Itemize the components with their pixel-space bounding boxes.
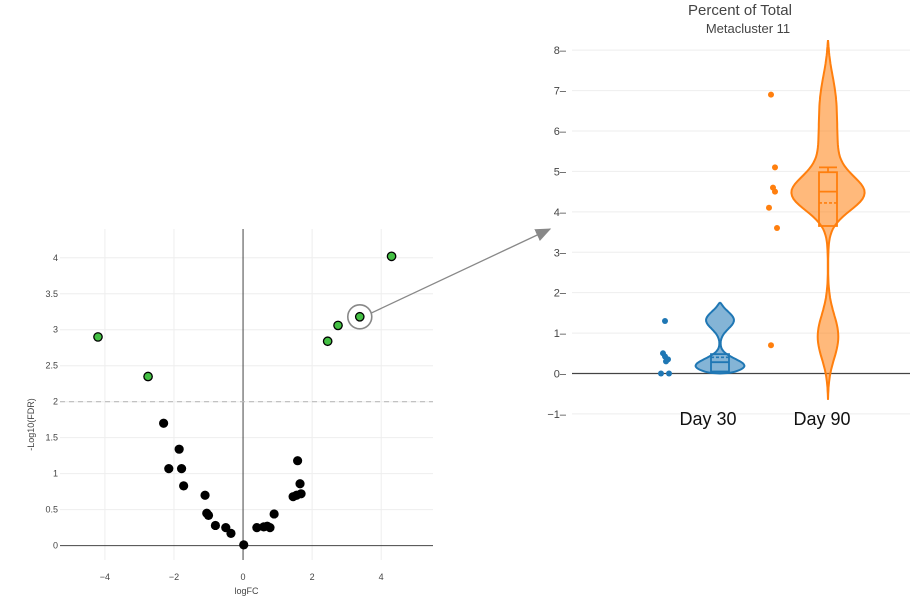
volcano-point-significant	[333, 320, 343, 331]
volcano-y-tick-label: 0.5	[45, 505, 58, 515]
violin-data-point	[772, 164, 778, 171]
volcano-point-not-significant	[164, 464, 174, 474]
violin-category-label: Day 90	[793, 409, 850, 429]
violin-y-tick-label: −1–	[547, 409, 567, 421]
volcano-point-not-significant	[295, 479, 305, 489]
violin-y-tick-label: 4–	[554, 207, 567, 219]
violin-plot: Percent of Total Metacluster 11 −1– 0– 1– 2…	[547, 2, 910, 429]
violin-y-tick-label: 7–	[554, 86, 567, 98]
violin-y-tick-label: 5–	[554, 166, 567, 178]
volcano-point-not-significant	[210, 520, 221, 531]
violin-y-tick-label: 1–	[554, 328, 567, 340]
volcano-point-not-significant	[291, 490, 302, 500]
violin-data-point	[768, 342, 774, 349]
violin-y-tick-label: 6–	[554, 126, 567, 138]
violin-y-tick-label: 0–	[554, 369, 567, 381]
violin-category-label: Day 30	[679, 409, 736, 429]
volcano-point-not-significant	[174, 444, 184, 454]
violin-data-point	[774, 225, 780, 232]
volcano-y-tick-label: 3.5	[45, 289, 58, 299]
violin-y-tick-label: 2–	[554, 288, 567, 300]
volcano-grid	[60, 229, 433, 560]
violin-y-tick-label: 8–	[554, 45, 567, 57]
violin-subtitle: Metacluster 11	[706, 21, 790, 36]
volcano-tick-labels: −4 −2 0 2 4 0 0.5 1 1.5 2 2.5 3 3.5 4	[45, 253, 383, 582]
volcano-point-significant	[143, 371, 153, 382]
volcano-x-tick-label: −2	[169, 572, 179, 582]
volcano-y-tick-label: 2	[53, 397, 58, 407]
volcano-x-tick-label: 0	[241, 572, 246, 582]
violin-data-point	[666, 370, 672, 377]
volcano-y-tick-label: 0	[53, 541, 58, 551]
volcano-points	[93, 251, 397, 550]
volcano-point-not-significant	[176, 464, 187, 474]
violin-data-point	[658, 370, 664, 377]
highlight-circle	[346, 303, 373, 330]
volcano-x-axis-label: logFC	[234, 586, 259, 596]
volcano-point-significant	[322, 336, 333, 347]
violin-shapes	[694, 40, 866, 400]
connector-arrow	[371, 228, 552, 314]
volcano-x-tick-label: 2	[310, 572, 315, 582]
volcano-point-not-significant	[203, 510, 214, 520]
volcano-point-not-significant	[159, 418, 169, 428]
violin-points	[658, 91, 780, 377]
volcano-axes	[60, 229, 433, 560]
volcano-point-not-significant	[269, 509, 279, 519]
volcano-y-tick-label: 3	[53, 325, 58, 335]
violin-title: Percent of Total	[688, 2, 792, 19]
volcano-point-not-significant	[200, 490, 210, 500]
volcano-point-not-significant	[293, 456, 303, 466]
violin-tick-labels: −1– 0– 1– 2– 3– 4– 5– 6– 7– 8–	[547, 45, 567, 421]
volcano-point-not-significant	[179, 481, 189, 491]
violin-data-point	[772, 188, 778, 195]
violin-y-tick-label: 3–	[554, 247, 567, 259]
violin-shape	[790, 40, 866, 400]
violin-grid	[572, 49, 910, 415]
volcano-y-tick-label: 4	[53, 253, 58, 263]
violin-data-point	[663, 358, 669, 365]
violin-data-point	[662, 317, 668, 324]
volcano-x-tick-label: −4	[100, 572, 110, 582]
volcano-point-significant	[386, 251, 397, 262]
volcano-point-not-significant	[252, 523, 262, 533]
volcano-y-tick-label: 2.5	[45, 361, 58, 371]
violin-data-point	[768, 91, 774, 98]
volcano-y-tick-label: 1	[53, 469, 58, 479]
volcano-point-not-significant	[239, 540, 249, 550]
violin-shape	[694, 301, 746, 375]
violin-data-point	[766, 204, 772, 211]
volcano-plot: −4 −2 0 2 4 0 0.5 1 1.5 2 2.5 3 3.5 4 logFC -Log10(FD…	[26, 229, 433, 596]
volcano-point-not-significant	[265, 523, 275, 533]
volcano-point-significant	[93, 332, 103, 342]
violin-category-labels: Day 30 Day 90	[679, 409, 850, 429]
volcano-x-tick-label: 4	[379, 572, 384, 582]
volcano-point-not-significant	[226, 528, 236, 538]
volcano-y-tick-label: 1.5	[45, 433, 58, 443]
volcano-y-axis-label: -Log10(FDR)	[26, 398, 36, 451]
volcano-point-significant	[354, 311, 365, 322]
